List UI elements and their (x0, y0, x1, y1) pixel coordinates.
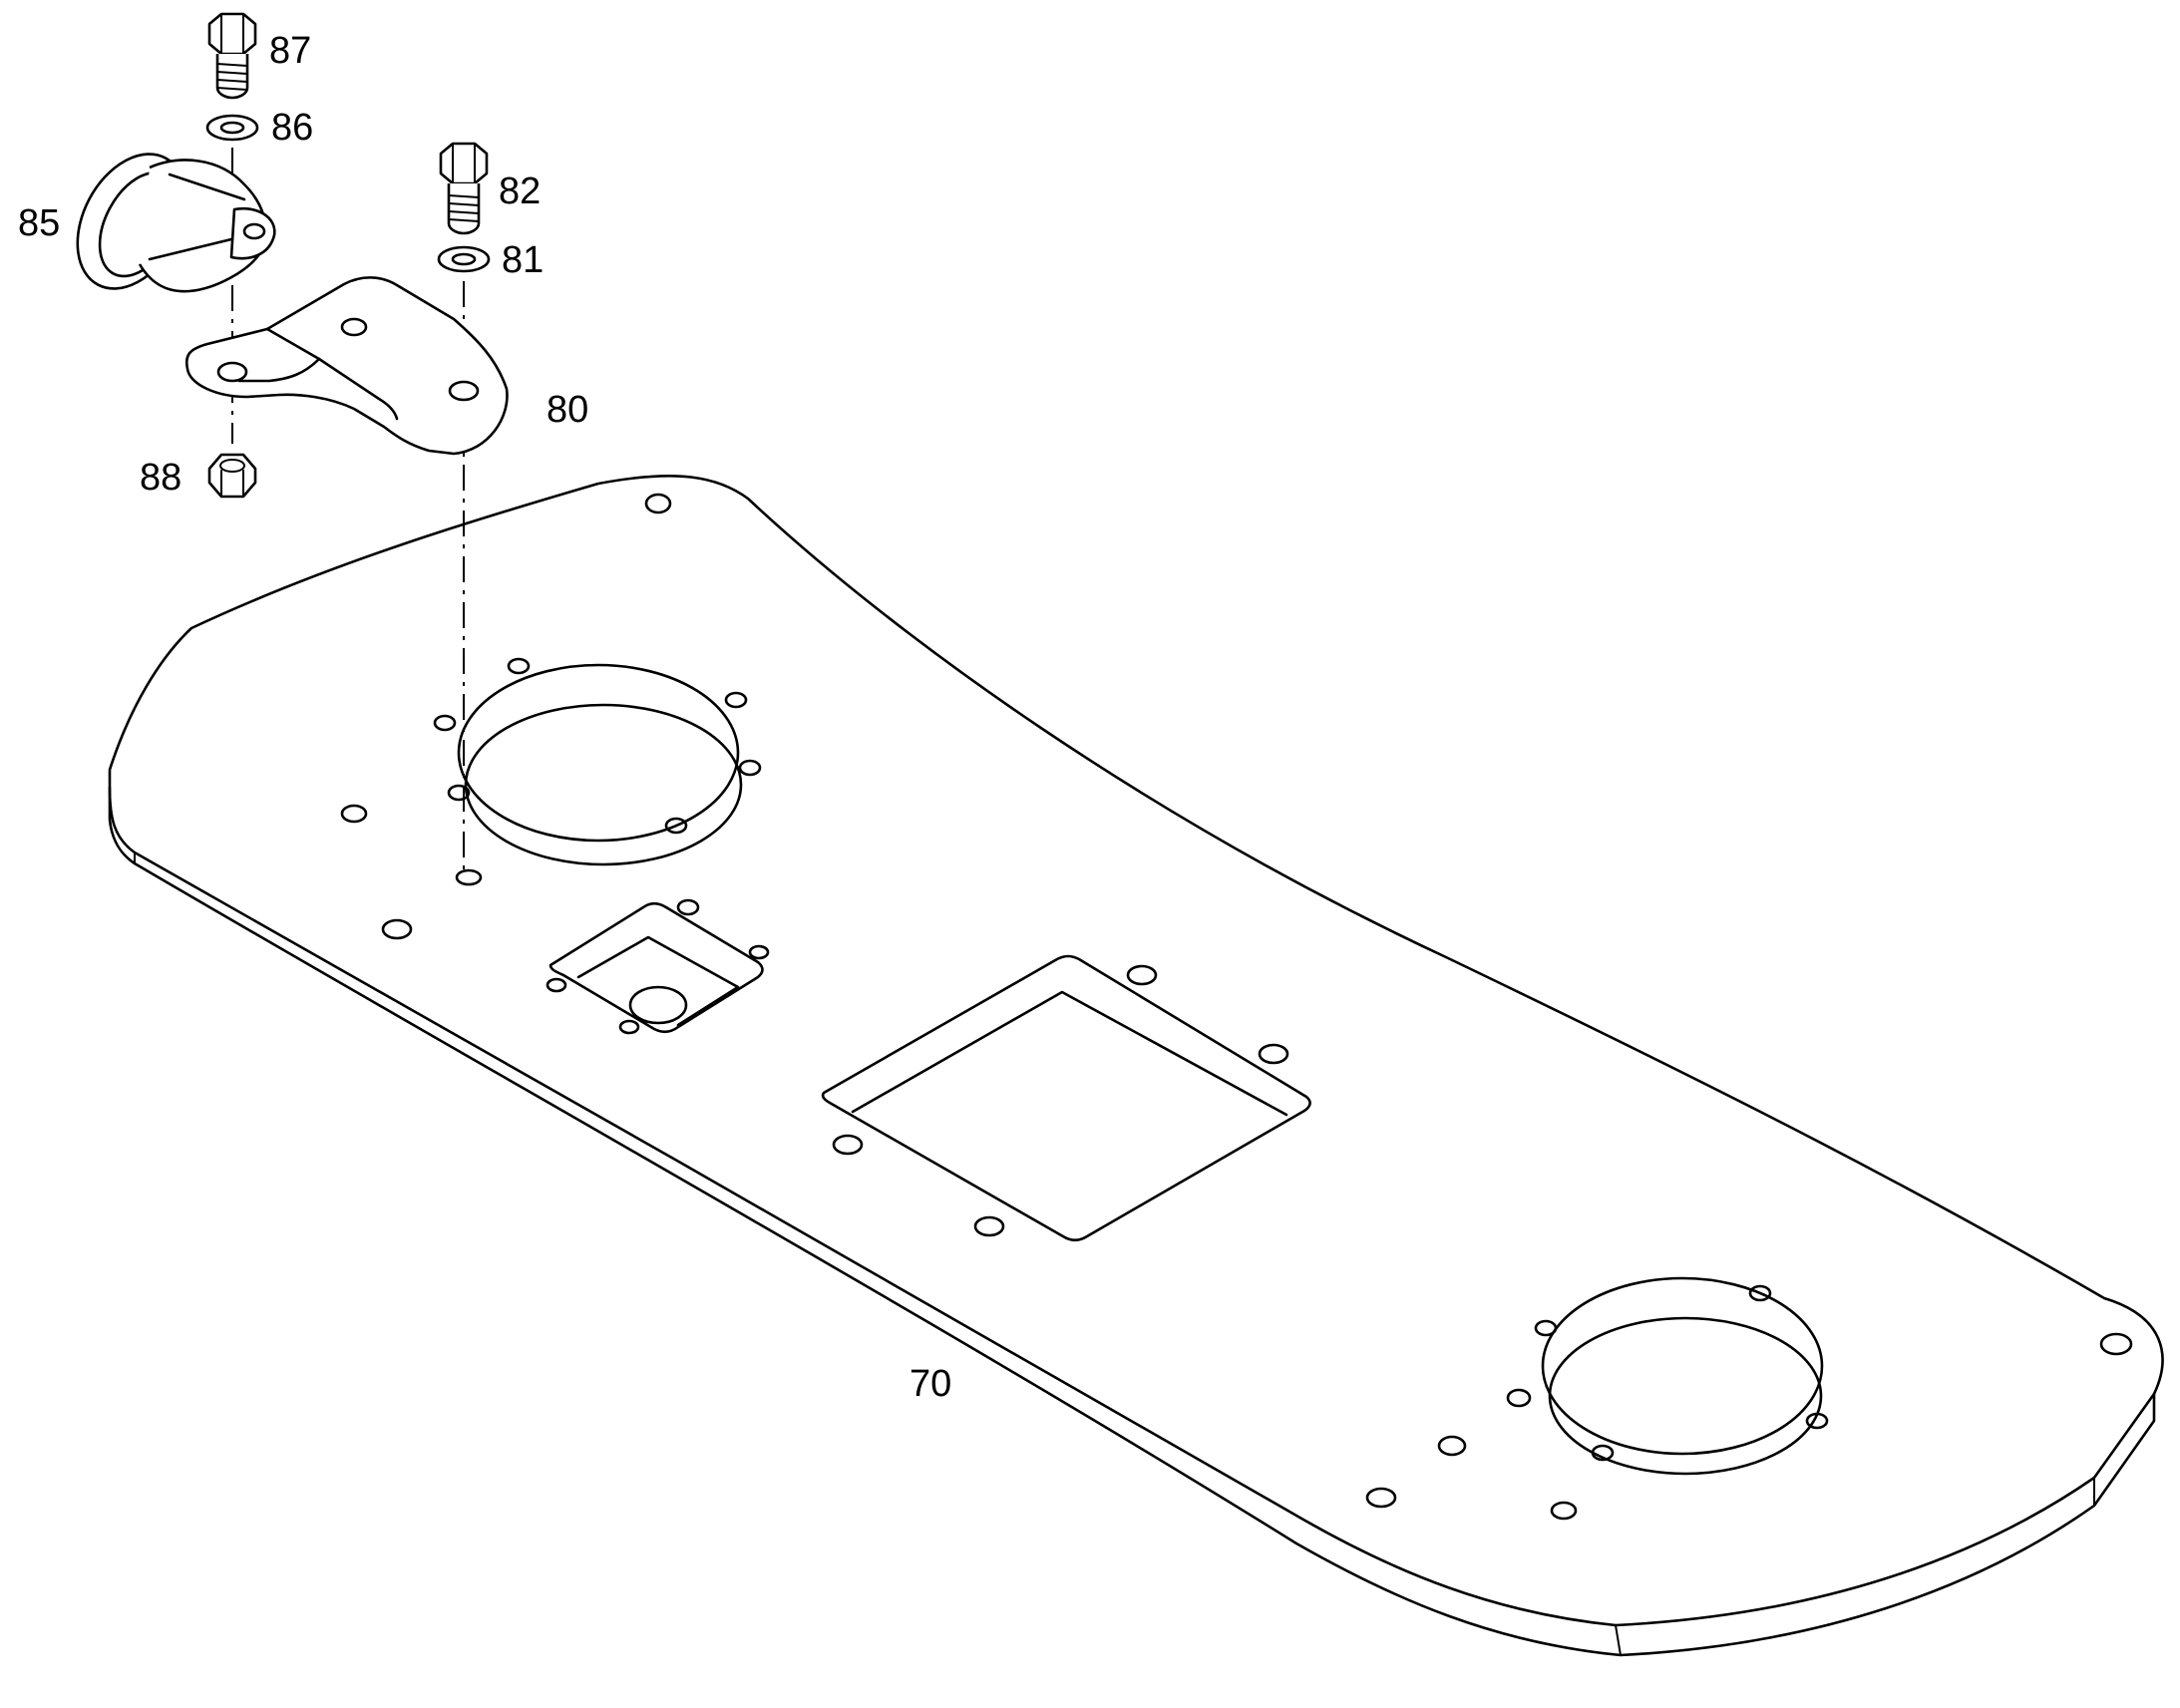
hole (381, 918, 413, 940)
round-opening-rim (457, 663, 740, 843)
bolt-82 (439, 142, 489, 235)
collar-hole (242, 222, 266, 240)
hole (340, 804, 368, 824)
hole (447, 784, 471, 802)
callout-88: 88 (140, 457, 182, 499)
round-opening-bottom (464, 703, 743, 866)
callout-80: 80 (546, 389, 588, 431)
hole (748, 944, 770, 960)
hole (1258, 1043, 1289, 1065)
hole (1748, 1284, 1772, 1302)
bracket-hole (340, 317, 368, 337)
washer-81 (437, 245, 491, 273)
callout-86: 86 (271, 107, 313, 149)
hole (973, 1215, 1005, 1237)
hole (1365, 1487, 1397, 1509)
bolt-87 (207, 12, 257, 100)
round-opening-bottom (1548, 1316, 1823, 1476)
clamp-collar (76, 153, 276, 293)
hole (664, 817, 688, 835)
hole (1534, 1319, 1558, 1337)
hole (1550, 1501, 1578, 1521)
recess-hole (628, 985, 688, 1025)
hole (507, 657, 531, 675)
callout-82: 82 (499, 171, 541, 212)
nut-88 (207, 453, 257, 499)
hole (618, 1019, 640, 1035)
hole (1805, 1412, 1829, 1430)
washer-86 (205, 114, 259, 142)
hole (1506, 1388, 1532, 1408)
rectangular-opening (821, 954, 1311, 1242)
base-plate (108, 475, 2164, 1657)
hole (644, 493, 672, 514)
callout-85: 85 (18, 202, 60, 244)
hole (1437, 1435, 1467, 1457)
bracket-hole (448, 380, 480, 402)
callout-87: 87 (269, 30, 311, 72)
hole (545, 977, 567, 993)
hole (676, 898, 700, 916)
hole (738, 759, 762, 777)
base-plate-edge-line (134, 852, 2095, 1656)
bracket (184, 276, 509, 456)
hole (455, 868, 483, 886)
callout-81: 81 (502, 239, 544, 281)
round-opening-front (457, 663, 743, 866)
callouts: 87 86 85 82 81 80 88 70 (18, 30, 951, 1405)
round-opening-rear (1541, 1276, 1824, 1476)
hole (832, 1134, 864, 1156)
bracket-hole (216, 361, 248, 383)
small-square-recess (548, 901, 764, 1034)
round-opening-rim (1541, 1276, 1824, 1456)
mounting-holes (340, 493, 2133, 1521)
callout-70: 70 (909, 1363, 951, 1405)
hole (724, 691, 748, 709)
hole (2099, 1332, 2133, 1356)
hole (1591, 1444, 1615, 1462)
hole (433, 714, 457, 732)
base-plate-bottom-edge (108, 786, 2156, 1657)
base-plate-top-surface (108, 475, 2164, 1627)
hole (1126, 964, 1158, 986)
